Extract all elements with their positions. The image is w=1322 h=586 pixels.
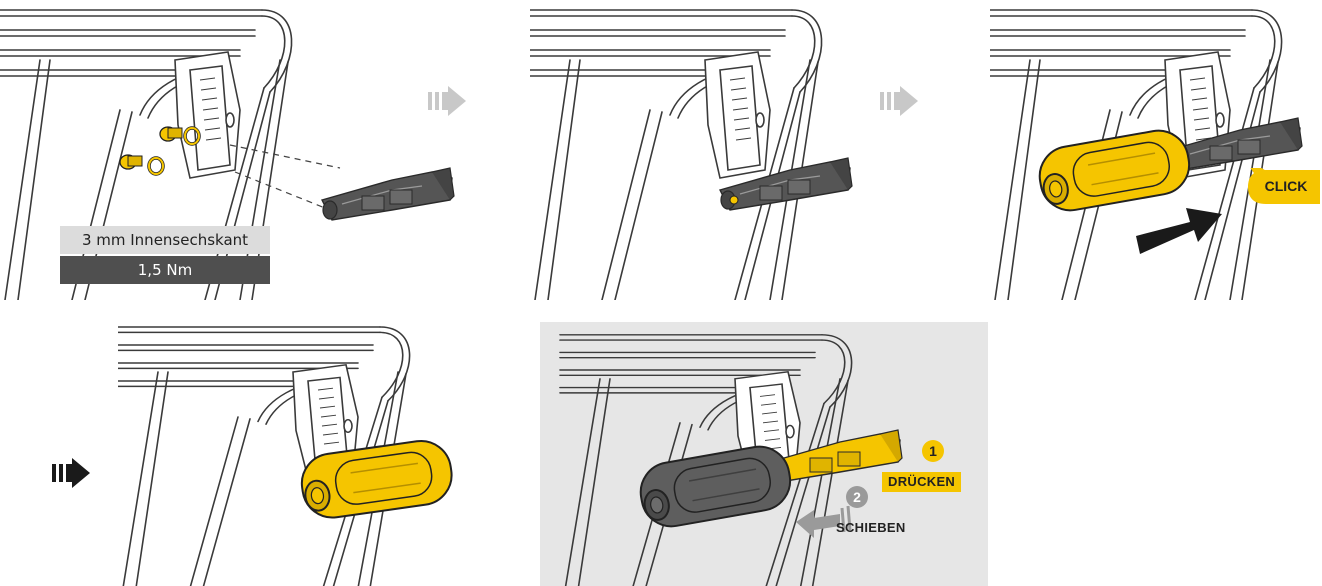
step-number-badge-2: 2 [846,486,868,508]
torque-label: 1,5 Nm [60,256,270,284]
click-callout-text: CLICK [1264,178,1308,194]
mount-bracket-highlight [768,429,903,483]
step-3-panel [990,0,1322,300]
step-number-badge-1: 1 [922,440,944,462]
screw-icon [119,126,201,176]
step-1-panel [0,0,460,300]
rack-illustration [530,9,823,300]
step-5-removal-panel [540,322,988,586]
light-unit [1034,124,1195,217]
mount-bracket [321,167,455,221]
slide-arrow-icon [796,510,840,538]
slide-label: SCHIEBEN [836,520,906,535]
press-label: DRÜCKEN [882,472,962,492]
step-arrow-icon [880,86,918,116]
step-4-panel [118,318,458,586]
step-arrow-icon [428,86,466,116]
click-callout [1248,168,1320,204]
step-arrow-icon [52,458,90,488]
push-arrow-icon [1136,208,1222,254]
light-unit-detached [635,440,796,533]
step-2-panel [530,0,860,300]
tool-label: 3 mm Innensechskant [60,226,270,254]
